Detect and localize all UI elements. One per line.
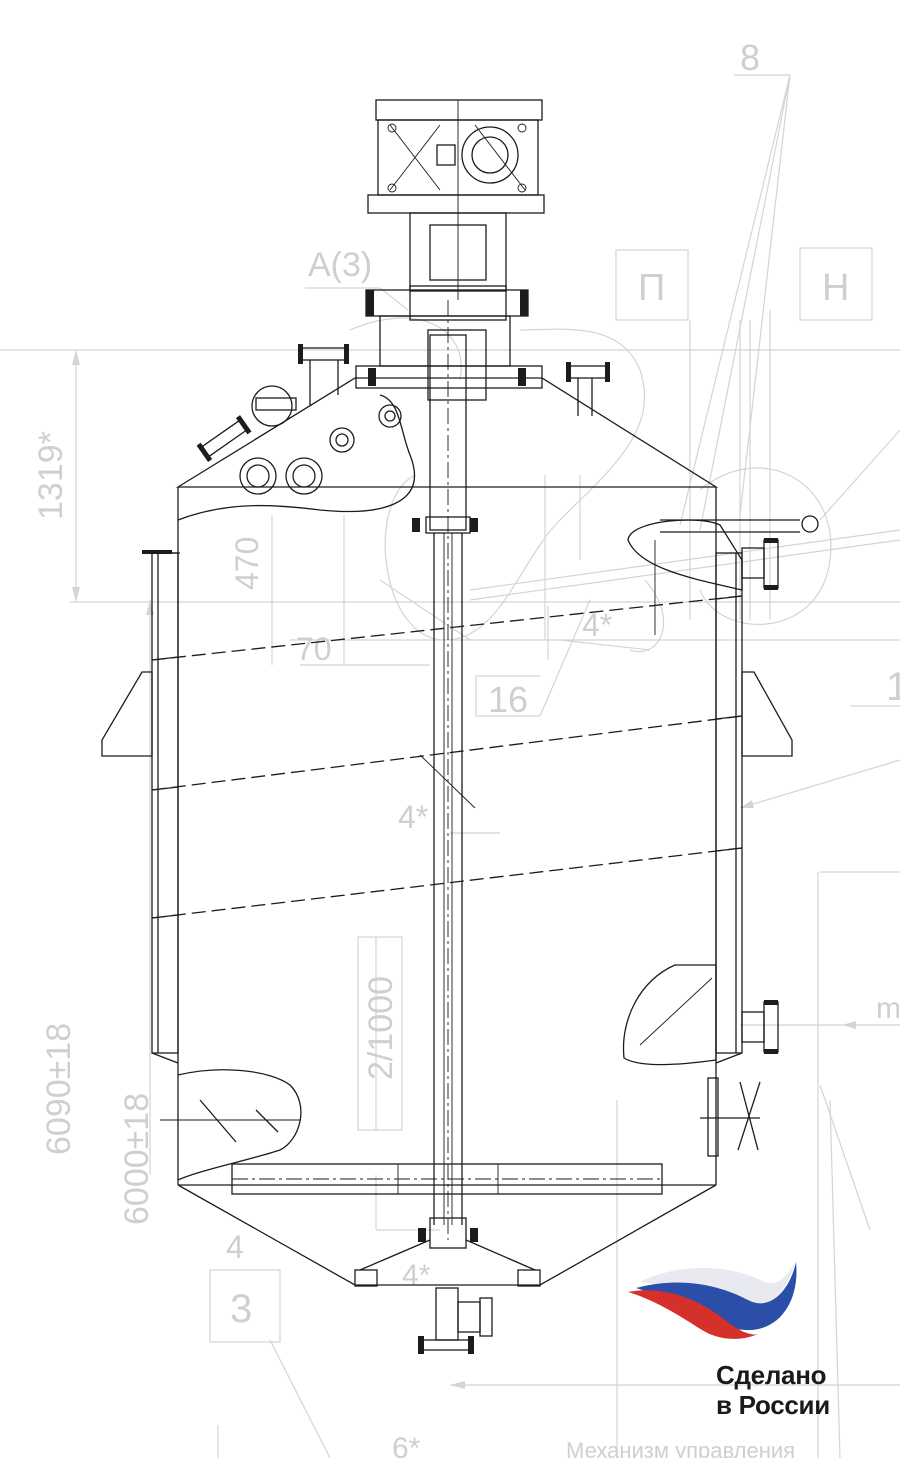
bottom-caption: Механизм управления xyxy=(566,1438,795,1458)
jacket-shell xyxy=(101,550,793,1064)
callout-3: 3 xyxy=(230,1287,252,1331)
background-drawing-layer: 1319* 470 70 6090±18 6000±18 4* 4* 4* 4 … xyxy=(0,37,900,1458)
shaft-seal-assembly xyxy=(355,285,543,401)
brand-line-1: Сделано xyxy=(716,1360,827,1390)
top-cone xyxy=(175,344,719,1185)
callout-16: 16 xyxy=(488,679,528,720)
agitator-shaft xyxy=(412,300,478,1240)
drive-motor xyxy=(367,99,545,300)
dim-4: 4 xyxy=(226,1229,244,1265)
made-in-russia-logo xyxy=(628,1262,797,1339)
dim-470: 470 xyxy=(229,537,265,590)
dim-4-star-a: 4* xyxy=(582,607,612,643)
brand-text: Сделано в России xyxy=(716,1360,830,1420)
callout-8: 8 xyxy=(740,37,760,78)
bottom-cone xyxy=(177,1163,717,1354)
callout-p: П xyxy=(638,267,665,309)
callout-1: 1 xyxy=(886,665,900,709)
dim-4-star-c: 4* xyxy=(402,1259,431,1292)
dim-1319: 1319* xyxy=(32,431,70,520)
right-nozzles xyxy=(622,515,819,1157)
brand-line-2: в России xyxy=(716,1390,830,1420)
reactor-vessel xyxy=(101,99,819,1354)
dim-70: 70 xyxy=(296,631,332,667)
dim-4-star-b: 4* xyxy=(398,799,428,835)
dim-6090: 6090±18 xyxy=(40,1023,78,1155)
dim-6000: 6000±18 xyxy=(118,1093,156,1225)
flag-white-stripe xyxy=(640,1262,795,1310)
callout-a3: A(3) xyxy=(308,246,372,284)
dim-6-star: 6* xyxy=(392,1432,421,1458)
callout-m: m xyxy=(876,992,900,1025)
left-lower-detail xyxy=(160,1069,302,1181)
flag-blue-stripe xyxy=(636,1262,797,1331)
flag-red-stripe xyxy=(628,1290,758,1339)
callout-n: Н xyxy=(822,267,849,309)
dim-ratio: 2/1000 xyxy=(362,976,400,1080)
